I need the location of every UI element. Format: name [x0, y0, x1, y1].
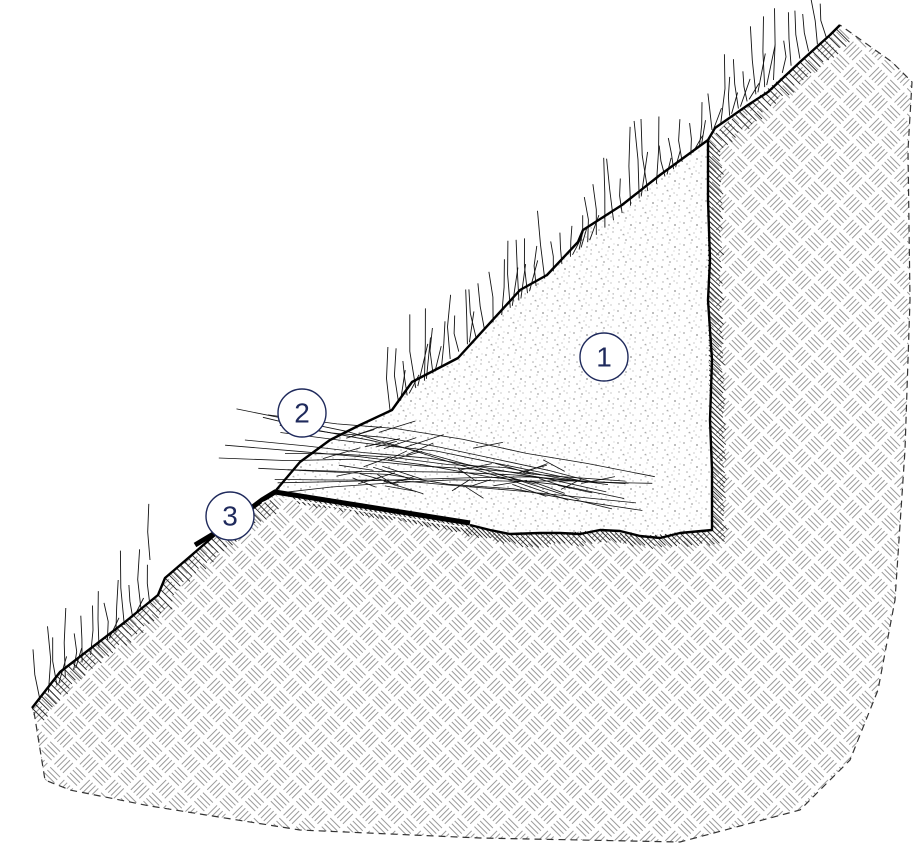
callout-1-label: 1 — [596, 342, 612, 373]
callout-2: 2 — [278, 389, 326, 437]
callout-3-label: 3 — [222, 501, 238, 532]
fill-material — [272, 140, 712, 536]
callout-1: 1 — [580, 333, 628, 381]
callout-2-label: 2 — [294, 398, 310, 429]
callout-3: 3 — [206, 492, 254, 540]
